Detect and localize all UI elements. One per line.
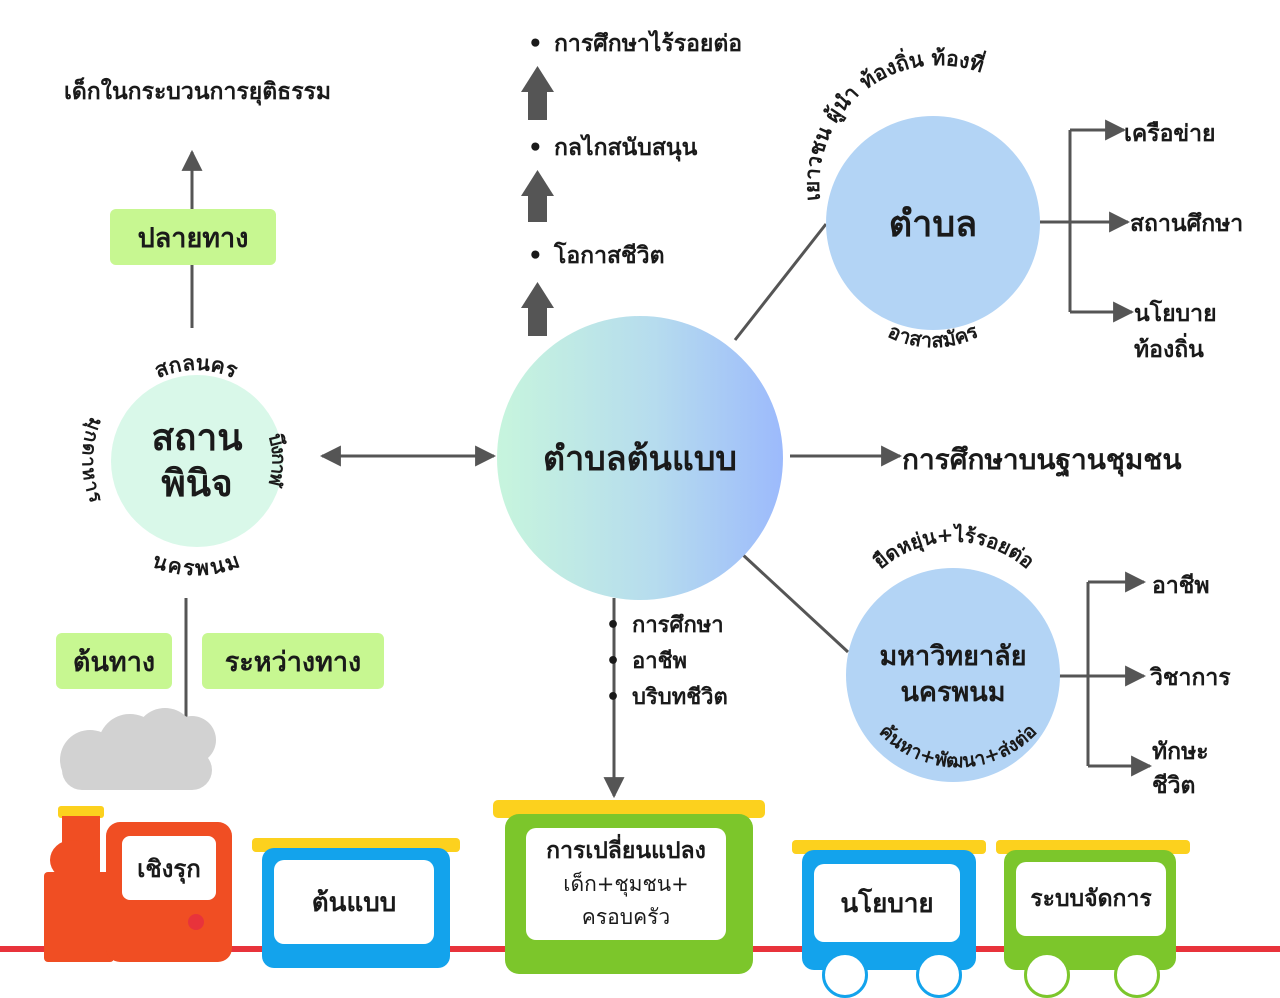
smoke-cloud — [60, 708, 216, 790]
step-seamless: การศึกษาไร้รอยต่อ — [528, 26, 742, 62]
engine-front — [44, 872, 114, 962]
engine-chimney-cap — [58, 806, 104, 818]
car2-label-box: การเปลี่ยนแปลง เด็ก+ชุมชน+ ครอบครัว — [526, 828, 726, 940]
station-circle: สถาน พินิจ — [111, 375, 283, 547]
car3-wheel-right — [916, 952, 962, 998]
tambon-branch-policy: นโยบาย — [1134, 301, 1217, 327]
community-education-output: การศึกษาบนฐานชุมชน — [902, 443, 1182, 476]
link-hub-tambon — [733, 223, 828, 341]
university-branches — [1058, 571, 1153, 777]
top-left-label: เด็กในกระบวนการยุติธรรม — [64, 79, 332, 105]
down-item-life-context: บริบทชีวิต — [606, 679, 728, 714]
university-ring-labels: ยืดหยุ่น+ไร้รอยต่อ ค้นหา+พัฒนา+ส่งต่อ — [868, 522, 1041, 772]
link-hub-university — [740, 552, 850, 654]
tambon-title: ตำบล — [888, 203, 978, 245]
car3-wheel-left — [822, 952, 868, 998]
engine-light — [188, 914, 204, 930]
hub-title: ตำบลต้นแบบ — [543, 439, 737, 479]
middle-pill: ระหว่างทาง — [202, 633, 384, 689]
university-title-line1: มหาวิทยาลัย — [879, 641, 1027, 672]
tambon-branch-local: ท้องถิ่น — [1134, 337, 1204, 363]
car1-label: ต้นแบบ — [274, 860, 434, 944]
start-pill: ต้นทาง — [56, 633, 172, 689]
down-item-education: การศึกษา — [606, 607, 724, 642]
car2-line3: ครอบครัว — [581, 904, 671, 929]
university-branch-academic: วิชาการ — [1150, 665, 1231, 691]
university-title-line2: นครพนม — [900, 677, 1006, 708]
university-branch-career: อาชีพ — [1152, 573, 1210, 599]
step-opportunity: โอกาสชีวิต — [528, 238, 665, 274]
tambon-ring-labels: เยาวชน ผู้นำ ท้องถิ่น ท้องที่ อาสาสมัคร — [800, 46, 988, 352]
university-circle: มหาวิทยาลัย นครพนม — [846, 568, 1060, 782]
tambon-branches — [1040, 119, 1135, 323]
university-ring-top: ยืดหยุ่น+ไร้รอยต่อ — [868, 522, 1039, 573]
car4-wheel-right — [1114, 952, 1160, 998]
hub-circle: ตำบลต้นแบบ — [497, 316, 783, 600]
tambon-circle: ตำบล — [826, 116, 1040, 330]
end-pill: ปลายทาง — [110, 209, 276, 265]
station-title-line1: สถาน — [151, 416, 243, 459]
university-ring-bottom: ค้นหา+พัฒนา+ส่งต่อ — [875, 720, 1041, 772]
car4-label: ระบบจัดการ — [1016, 862, 1166, 936]
down-item-career: อาชีพ — [606, 643, 687, 678]
station-title-line2: พินิจ — [161, 462, 233, 505]
station-ring-right: บึงกาฬ — [264, 431, 290, 489]
tambon-branch-school: สถานศึกษา — [1130, 211, 1244, 237]
car2-title: การเปลี่ยนแปลง — [546, 837, 706, 864]
university-branch-life: ชีวิต — [1152, 773, 1196, 799]
car2-line2: เด็ก+ชุมชน+ — [563, 871, 689, 896]
engine-label: เชิงรุก — [122, 836, 216, 900]
university-branch-skill: ทักษะ — [1152, 739, 1209, 765]
station-ring-labels: สกลนคร นครพนม มุกดาหาร บึงกาฬ — [77, 351, 290, 581]
up-arrows — [521, 66, 554, 336]
tambon-branch-network: เครือข่าย — [1124, 121, 1216, 147]
car3-label: นโยบาย — [814, 864, 960, 942]
car4-wheel-left — [1024, 952, 1070, 998]
step-support: กลไกสนับสนุน — [528, 130, 697, 166]
car2-roof — [493, 800, 765, 818]
